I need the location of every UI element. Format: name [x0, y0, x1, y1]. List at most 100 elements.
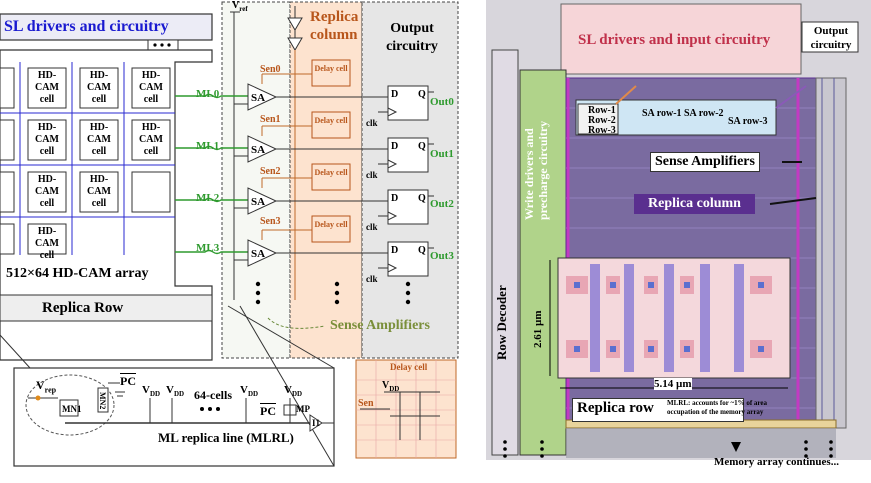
mlrl-label: ML replica line (MLRL) — [158, 430, 294, 445]
output-circuitry-title: Output circuitry — [386, 21, 438, 54]
vdd-label: VDD — [142, 384, 160, 398]
pc-label: PC — [260, 404, 276, 418]
clk-label: clk — [366, 222, 378, 232]
ff-d-label: D — [391, 193, 398, 204]
inset-vdd-label: VDD — [382, 380, 399, 393]
dim-vertical-label: 2.61 µm — [532, 310, 544, 348]
vref-subscript: ref — [239, 5, 248, 13]
sa-label: SA — [251, 92, 265, 104]
row-label: Row-1 — [588, 105, 616, 116]
delay-cell-box — [311, 215, 351, 243]
vdd-label: VDD — [284, 384, 302, 398]
cells-64-label: 64-cells — [194, 388, 232, 402]
write-drivers-label: Write drivers and precharge circuitry — [522, 120, 550, 220]
mn1-label: MN1 — [62, 404, 82, 414]
vdd-subscript: DD — [173, 390, 185, 399]
sa-label: SA — [251, 196, 265, 208]
flip-flop-box — [387, 241, 429, 277]
sa-row-label: SA row-3 — [728, 116, 768, 127]
vdd-label: VDD — [166, 384, 184, 398]
out-label: Out2 — [430, 198, 454, 210]
replica-row-label: Replica Row — [42, 300, 124, 316]
replica-row-text: Replica row — [577, 400, 654, 416]
sa-label: SA — [251, 248, 265, 260]
hd-cam-cell: HD-CAM cell — [87, 122, 111, 157]
sen-label: Sen3 — [260, 216, 281, 227]
sense-amplifiers-box: Sense Amplifiers — [650, 152, 760, 172]
out-label: Out1 — [430, 148, 454, 160]
sen-label: Sen0 — [260, 64, 281, 75]
sen-inset-label: Sen — [358, 398, 374, 409]
vdd-label: VDD — [240, 384, 258, 398]
replica-column-box: Replica column — [634, 194, 755, 214]
sl-input-title: SL drivers and input circuitry — [578, 32, 771, 48]
ml-label: ML2 — [196, 192, 220, 204]
array-label: 512×64 HD-CAM array — [6, 266, 149, 281]
sense-amp-triangle — [247, 135, 278, 163]
vdd-text: V — [166, 384, 174, 396]
hd-cam-cell: HD-CAM cell — [35, 226, 59, 261]
out-label: Out0 — [430, 96, 454, 108]
pc-label: PC — [120, 374, 136, 388]
row-label: Row-2 — [588, 115, 616, 126]
vdd-subscript: DD — [149, 390, 161, 399]
delay-cell-label: Delay cell — [314, 64, 348, 73]
hd-cam-cell: HD-CAM cell — [87, 174, 111, 209]
sen-label: Sen1 — [260, 114, 281, 125]
ff-q-label: Q — [418, 193, 426, 204]
replica-column-title: Replica column — [310, 9, 359, 43]
vrep-text: V — [36, 378, 45, 392]
ff-d-label: D — [391, 89, 398, 100]
sl-drivers-title: SL drivers and circuitry — [4, 18, 169, 35]
vdd-text: V — [142, 384, 150, 396]
mlrl-note: MLRL: accounts for ~1% of area occupatio… — [667, 399, 768, 416]
ml-line — [175, 197, 248, 203]
layout-panel: SL drivers and input circuitry Output ci… — [486, 0, 871, 483]
mp-label: MP — [296, 404, 310, 414]
delay-cell-box — [311, 163, 351, 191]
flip-flop-box — [387, 137, 429, 173]
output-circuitry-box: Output circuitry — [810, 25, 852, 51]
i1-label: I1 — [312, 418, 321, 428]
vdd-subscript: DD — [291, 390, 303, 399]
out-label: Out3 — [430, 250, 454, 262]
ml-label: ML1 — [196, 140, 220, 152]
memory-continues-label: Memory array continues... — [714, 456, 839, 468]
mn2-label: MN2 — [98, 392, 107, 410]
sen-label: Sen2 — [260, 166, 281, 177]
dim-horizontal-label: 5.14 µm — [654, 378, 692, 390]
ff-q-label: Q — [418, 141, 426, 152]
ml-label: ML0 — [196, 88, 220, 100]
vdd-text: V — [284, 384, 292, 396]
row-decoder-label: Row Decoder — [494, 285, 509, 360]
ff-q-label: Q — [418, 245, 426, 256]
hd-cam-cell: HD-CAM cell — [35, 122, 59, 157]
vdd-text: V — [240, 384, 248, 396]
ff-d-label: D — [391, 245, 398, 256]
delay-cell-label: Delay cell — [314, 116, 348, 125]
sa-row-label: SA row-1 — [642, 108, 682, 119]
delay-cell-label: Delay cell — [314, 168, 348, 177]
ml-label: ML3 — [196, 242, 220, 254]
ml-line — [175, 145, 248, 151]
ff-d-label: D — [391, 141, 398, 152]
vdd-subscript: DD — [247, 390, 259, 399]
hd-cam-cell: HD-CAM cell — [35, 70, 59, 105]
vrep-subscript: rep — [44, 385, 57, 395]
hd-cam-cell: HD-CAM cell — [35, 174, 59, 209]
vdd-subscript: DD — [389, 385, 400, 393]
hd-cam-cell: HD-CAM cell — [139, 122, 163, 157]
sense-amp-triangle — [247, 239, 278, 267]
sense-amp-triangle — [247, 83, 278, 111]
flip-flop-box — [387, 189, 429, 225]
delay-cell-box — [311, 111, 351, 139]
clk-label: clk — [366, 118, 378, 128]
sense-amp-triangle — [247, 187, 278, 215]
ml-line — [175, 93, 248, 99]
ml-line — [175, 249, 248, 255]
sense-amplifiers-label: Sense Amplifiers — [330, 318, 430, 333]
clk-label: clk — [366, 274, 378, 284]
hd-cam-cell: HD-CAM cell — [139, 70, 163, 105]
replica-row-box: Replica row MLRL: accounts for ~1% of ar… — [572, 398, 767, 422]
